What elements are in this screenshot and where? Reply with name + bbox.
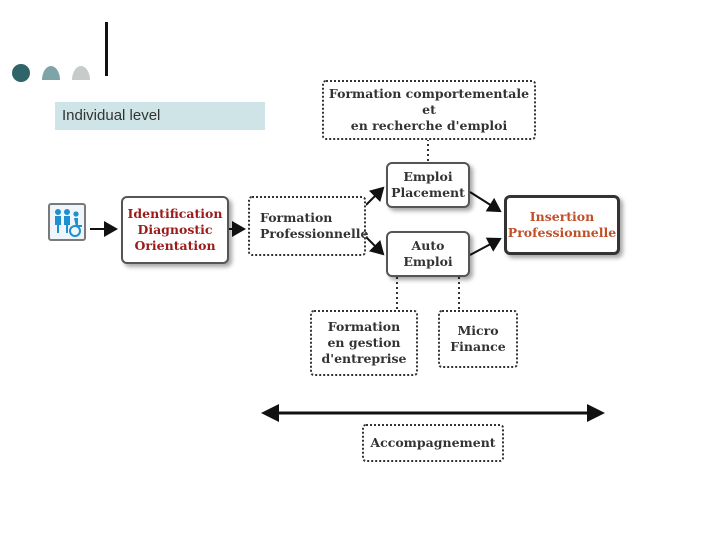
box-accompagnement: Accompagnement (362, 424, 504, 462)
box-identification: Identification Diagnostic Orientation (121, 196, 229, 264)
box-formation-comportementale: Formation comportementale et en recherch… (322, 80, 536, 140)
decor-dot-mid (42, 66, 60, 80)
title-divider-bar (105, 22, 108, 76)
section-label: Individual level (55, 102, 265, 130)
box-auto-emploi: Auto Emploi (386, 231, 470, 277)
box-formation-professionnelle: Formation Professionnelle (248, 196, 368, 256)
people-wheelchair-icon (48, 203, 86, 241)
arrow-formation-to-emploi (365, 186, 385, 206)
box-insertion-professionnelle: Insertion Professionnelle (504, 195, 620, 255)
box-formation-gestion: Formation en gestion d'entreprise (310, 310, 418, 376)
arrow-formation-to-auto (365, 236, 385, 256)
decor-dot-light (72, 66, 90, 80)
arrow-auto-to-insertion (469, 237, 502, 256)
arrow-emploi-to-insertion (469, 191, 502, 213)
box-micro-finance: Micro Finance (438, 310, 518, 368)
box-emploi-placement: Emploi Placement (386, 162, 470, 208)
decor-dot-dark (12, 64, 30, 82)
